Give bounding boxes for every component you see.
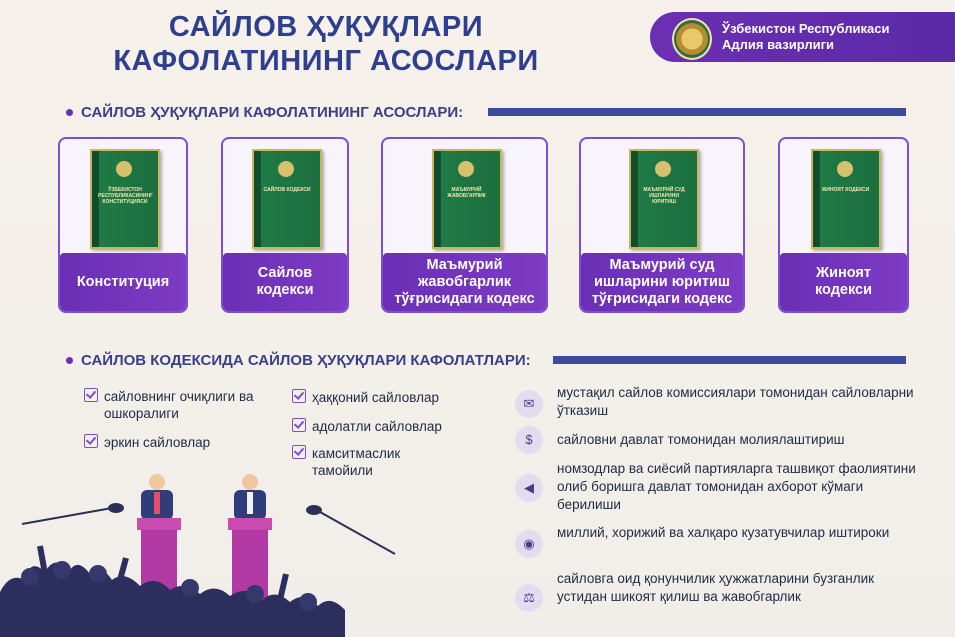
observer-icon: ◉ xyxy=(515,530,543,558)
guarantee-item: ◉ миллий, хорижий ва халқаро кузатувчила… xyxy=(515,524,925,564)
principle-item: адолатли сайловлар xyxy=(292,418,462,435)
guarantee-item: ⚖ сайловга оид қонунчилик ҳужжатларини б… xyxy=(515,570,925,626)
checkbox-icon xyxy=(84,434,98,448)
ministry-badge: Ўзбекистон Республикаси Адлия вазирлиги xyxy=(650,12,955,62)
checkbox-icon xyxy=(292,418,306,432)
ballot-icon: ✉ xyxy=(515,390,543,418)
book-icon: МАЪМУРИЙ ЖАВОБГАРЛИК xyxy=(431,149,502,249)
book-icon: ЖИНОЯТ КОДЕКСИ xyxy=(810,149,881,249)
page-title: САЙЛОВ ҲУҚУҚЛАРИ КАФОЛАТИНИНГ АСОСЛАРИ xyxy=(113,11,539,77)
document-label: Жиноят кодекси xyxy=(780,253,907,311)
section-title-foundations: САЙЛОВ ҲУҚУҚЛАРИ КАФОЛАТИНИНГ АСОСЛАРИ: xyxy=(66,104,463,121)
document-label: Маъмурий суд ишларини юритиш тўғрисидаги… xyxy=(581,253,743,311)
guarantee-item: ◀ номзодлар ва сиёсий партияларга ташвиқ… xyxy=(515,460,925,516)
section-divider xyxy=(488,108,906,116)
ministry-line-2: Адлия вазирлиги xyxy=(722,37,835,52)
document-label: Сайлов кодекси xyxy=(223,253,347,311)
principle-item: сайловнинг очиқлиги ва ошкоралиги xyxy=(84,388,279,422)
book-icon: САЙЛОВ КОДЕКСИ xyxy=(252,149,322,249)
bullet-dot-icon xyxy=(66,357,73,364)
checkbox-icon xyxy=(292,389,306,403)
principle-item: эркин сайловлар xyxy=(84,434,279,451)
ministry-line-1: Ўзбекистон Республикаси xyxy=(722,21,890,36)
principle-item: ҳаққоний сайловлар xyxy=(292,389,462,406)
principle-item: камситмаслик тамойили xyxy=(292,445,462,479)
document-card-constitution: ЎЗБЕКИСТОН РЕСПУБЛИКАСИНИНГ КОНСТИТУЦИЯС… xyxy=(58,137,188,313)
document-label: Конституция xyxy=(60,253,186,311)
megaphone-icon: ◀ xyxy=(515,474,543,502)
complaint-icon: ⚖ xyxy=(515,584,543,612)
book-icon: ЎЗБЕКИСТОН РЕСПУБЛИКАСИНИНГ КОНСТИТУЦИЯС… xyxy=(90,149,160,249)
guarantee-item: ✉ мустақил сайлов комиссиялари томонидан… xyxy=(515,384,925,424)
document-card-criminal-code: ЖИНОЯТ КОДЕКСИ Жиноят кодекси xyxy=(778,137,909,313)
book-icon: МАЪМУРИЙ СУД ИШЛАРИНИ ЮРИТИШ xyxy=(629,149,699,249)
debate-illustration xyxy=(0,474,396,637)
document-label: Маъмурий жавобгарлик тўғрисидаги кодекс xyxy=(383,253,546,311)
bullet-dot-icon xyxy=(66,109,73,116)
document-card-administrative-procedure-code: МАЪМУРИЙ СУД ИШЛАРИНИ ЮРИТИШ Маъмурий су… xyxy=(579,137,745,313)
guarantee-item: $ сайловни давлат томонидан молиялаштири… xyxy=(515,426,925,455)
document-card-administrative-code: МАЪМУРИЙ ЖАВОБГАРЛИК Маъмурий жавобгарли… xyxy=(381,137,548,313)
coins-icon: $ xyxy=(515,426,543,454)
checkbox-icon xyxy=(84,388,98,402)
section-title-guarantees: САЙЛОВ КОДЕКСИДА САЙЛОВ ҲУҚУҚЛАРИ КАФОЛА… xyxy=(66,352,531,369)
document-card-election-code: САЙЛОВ КОДЕКСИ Сайлов кодекси xyxy=(221,137,349,313)
checkbox-icon xyxy=(292,445,306,459)
section-divider xyxy=(553,356,906,364)
state-emblem-icon xyxy=(672,18,712,60)
